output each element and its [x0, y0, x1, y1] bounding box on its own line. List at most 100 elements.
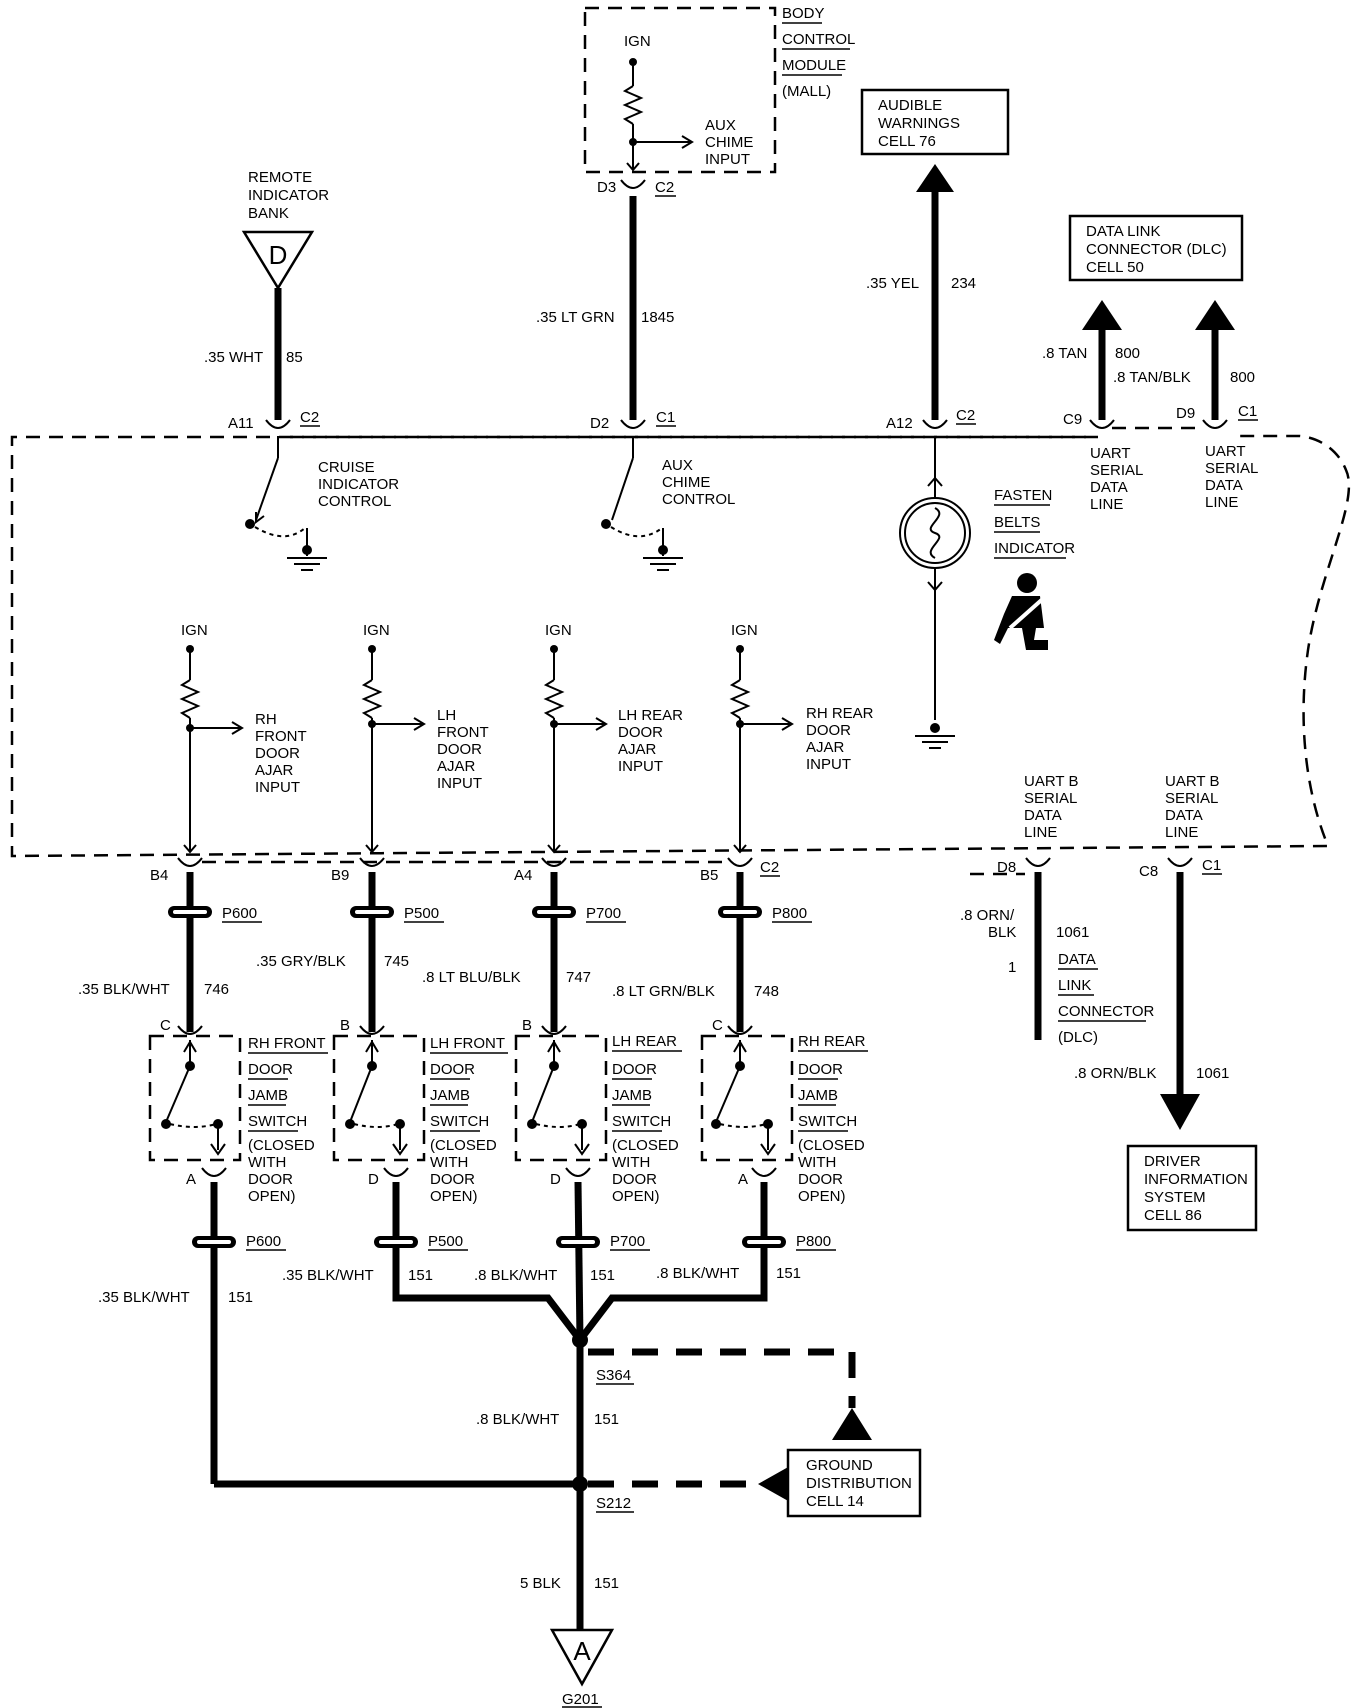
- pin-c2-a: C2: [300, 409, 319, 426]
- sw4-top-pin: C: [712, 1017, 723, 1034]
- audible-warnings-box: AUDIBLE WARNINGS CELL 76: [860, 88, 1010, 156]
- audible-label-2: WARNINGS: [878, 115, 960, 132]
- wire-747-label: .8 LT BLU/BLK: [422, 969, 521, 986]
- sw1-l2: DOOR: [248, 1061, 293, 1078]
- door-jamb-switch-rh-front: C A: [148, 1017, 242, 1188]
- door1-l2: FRONT: [255, 728, 307, 745]
- sw3-l5: (CLOSED: [612, 1137, 679, 1154]
- aux-chime-control-switch: AUX CHIME CONTROL: [601, 436, 735, 571]
- sw1-l6: WITH: [248, 1154, 286, 1171]
- pin-c1-a: C1: [656, 409, 675, 426]
- door1-l4: AJAR: [255, 762, 294, 779]
- uart-b2-4: LINE: [1024, 824, 1057, 841]
- sw2-l8: OPEN): [430, 1188, 478, 1205]
- cruise-label-2: INDICATOR: [318, 476, 399, 493]
- ground-distribution-box: GROUND DISTRIBUTION CELL 14: [786, 1448, 922, 1518]
- uart-b2-1: UART B: [1024, 773, 1078, 790]
- dlc-pin: 1: [1008, 959, 1016, 976]
- uart-b1-4: LINE: [1205, 494, 1238, 511]
- sw1-top-pin: C: [160, 1017, 171, 1034]
- cruise-indicator-control-switch: CRUISE INDICATOR CONTROL: [245, 436, 399, 571]
- remote-symbol: D: [269, 240, 288, 270]
- uart-b3-4: LINE: [1165, 824, 1198, 841]
- splice-s364: S364: [596, 1367, 631, 1384]
- sw1-bottom-pin: A: [186, 1171, 196, 1188]
- sw3-l2: DOOR: [612, 1061, 657, 1078]
- bcm-aux-3: INPUT: [705, 151, 750, 168]
- conn-p700-top: P700: [586, 905, 621, 922]
- ground-wire-4-label: .8 BLK/WHT: [656, 1265, 739, 1282]
- uart-a-2: SERIAL: [1090, 462, 1143, 479]
- cruise-label-1: CRUISE: [318, 459, 375, 476]
- remote-label-1: REMOTE: [248, 169, 312, 186]
- sw2-l3: JAMB: [430, 1087, 470, 1104]
- dlc-conn-2: LINK: [1058, 977, 1091, 994]
- door4-l2: DOOR: [806, 722, 851, 739]
- bcm-pin-d3: D3: [597, 179, 616, 196]
- wire-85-circuit: 85: [286, 349, 303, 366]
- uart-b1-1: UART: [1205, 443, 1246, 460]
- door1-l1: RH: [255, 711, 277, 728]
- conn-p800-bot: P800: [796, 1233, 831, 1250]
- sw4-l4: SWITCH: [798, 1113, 857, 1130]
- door2-l5: INPUT: [437, 775, 482, 792]
- wire-1061b-circuit: 1061: [1196, 1065, 1229, 1082]
- dlc-conn-3: CONNECTOR: [1058, 1003, 1155, 1020]
- sw2-l6: WITH: [430, 1154, 468, 1171]
- sw2-name: LH FRONT: [430, 1035, 505, 1052]
- dlc-box-label-1: DATA LINK: [1086, 223, 1160, 240]
- ground-g201: A G201: [549, 1628, 615, 1708]
- data-link-connector-box: DATA LINK CONNECTOR (DLC) CELL 50: [1068, 214, 1244, 282]
- bcm-aux-1: AUX: [705, 117, 736, 134]
- door3-l2: DOOR: [618, 724, 663, 741]
- dlc-box-label-2: CONNECTOR (DLC): [1086, 241, 1227, 258]
- uart-a-1: UART: [1090, 445, 1131, 462]
- dis-label-2: INFORMATION: [1144, 1171, 1248, 1188]
- dis-label-3: SYSTEM: [1144, 1189, 1206, 1206]
- conn-p500-top: P500: [404, 905, 439, 922]
- pin-d2: D2: [590, 415, 609, 432]
- sw2-l4: SWITCH: [430, 1113, 489, 1130]
- door-jamb-switch-lh-front: B D: [332, 1017, 426, 1188]
- ground-wire-2-label: .35 BLK/WHT: [282, 1267, 374, 1284]
- sw4-l5: (CLOSED: [798, 1137, 865, 1154]
- dlc-connector-label: 1 DATA LINK CONNECTOR (DLC): [1008, 951, 1155, 1046]
- door3-l4: INPUT: [618, 758, 663, 775]
- bcm-label-4: (MALL): [782, 83, 831, 100]
- dlc-box-label-3: CELL 50: [1086, 259, 1144, 276]
- sw1-name: RH FRONT: [248, 1035, 326, 1052]
- sw3-l3: JAMB: [612, 1087, 652, 1104]
- bcm-label-1: BODY: [782, 5, 825, 22]
- pin-d8: D8: [997, 859, 1016, 876]
- sw1-l4: SWITCH: [248, 1113, 307, 1130]
- uart-b3-2: SERIAL: [1165, 790, 1218, 807]
- wire-1061a-label2: BLK: [988, 924, 1016, 941]
- sw1-l5: (CLOSED: [248, 1137, 315, 1154]
- wire-1845-label: .35 LT GRN: [536, 309, 615, 326]
- sw2-l5: (CLOSED: [430, 1137, 497, 1154]
- dlc-conn-1: DATA: [1058, 951, 1096, 968]
- body-control-module: BODY CONTROL MODULE (MALL) IGN AUX CHIME…: [583, 5, 855, 197]
- remote-label-2: INDICATOR: [248, 187, 329, 204]
- conn-p700-bot: P700: [610, 1233, 645, 1250]
- ign-label-2: IGN: [363, 622, 390, 639]
- ign-label-1: IGN: [181, 622, 208, 639]
- sw3-l6: WITH: [612, 1154, 650, 1171]
- cruise-label-3: CONTROL: [318, 493, 391, 510]
- bcm-aux-2: CHIME: [705, 134, 753, 151]
- wire-1845-circuit: 1845: [641, 309, 674, 326]
- wire-800b-label: .8 TAN/BLK: [1113, 369, 1191, 386]
- sw3-name: LH REAR: [612, 1033, 677, 1050]
- sw3-l7: DOOR: [612, 1171, 657, 1188]
- pin-b9: B9: [331, 867, 349, 884]
- wire-85-label: .35 WHT: [204, 349, 263, 366]
- sw3-top-pin: B: [522, 1017, 532, 1034]
- sw1-l7: DOOR: [248, 1171, 293, 1188]
- ground-wire-5-label: .8 BLK/WHT: [476, 1411, 559, 1428]
- door4-l3: AJAR: [806, 739, 845, 756]
- seatbelt-icon: [994, 573, 1048, 650]
- conn-p600-bot: P600: [246, 1233, 281, 1250]
- audible-label-1: AUDIBLE: [878, 97, 942, 114]
- sw4-bottom-pin: A: [738, 1171, 748, 1188]
